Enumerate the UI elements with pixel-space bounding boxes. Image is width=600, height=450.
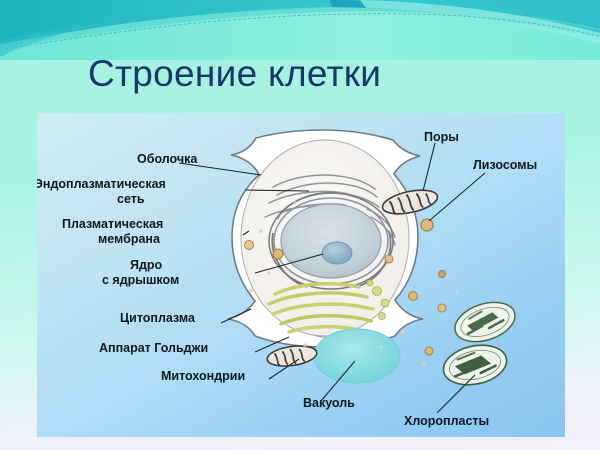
lysosome-group: [244, 218, 447, 356]
golgi-vesicles: [366, 279, 390, 320]
cell-diagram-panel: Оболочка Эндоплазматическая сеть Плазмат…: [37, 113, 565, 437]
lysosome-main: [420, 218, 434, 232]
label-plasma-membr-2: мембрана: [98, 232, 160, 246]
nuclear-envelope: [268, 191, 394, 290]
slide-title: Строение клетки: [88, 53, 382, 94]
leader-lines: [178, 142, 486, 414]
label-plasma-membr-1: Плазматическая: [62, 217, 164, 231]
cytoplasm-granules: [248, 201, 459, 367]
nucleolus: [321, 241, 353, 265]
plant-cell-illustration: [178, 129, 516, 414]
label-endoplasmic-1: Эндоплазматическая: [37, 177, 166, 191]
vacuole: [313, 328, 401, 384]
label-obolochka: Оболочка: [137, 152, 198, 166]
label-mitochondria: Митохондрии: [161, 369, 246, 383]
label-nucleus-2: с ядрышком: [102, 273, 180, 287]
nucleus: [280, 203, 382, 279]
label-vacuole: Вакуоль: [303, 396, 355, 410]
cell-body: [227, 129, 516, 386]
label-chloroplasts: Хлоропласты: [404, 414, 490, 428]
top-wave-decoration: [0, 0, 600, 60]
chloroplast-lower: [442, 344, 508, 386]
chloroplast-upper: [454, 301, 516, 343]
label-endoplasmic-2: сеть: [117, 192, 145, 206]
mitochondrion-lower: [266, 345, 318, 367]
label-pores: Поры: [424, 130, 459, 144]
label-nucleus-1: Ядро: [130, 258, 163, 272]
label-lysosomes: Лизосомы: [473, 158, 538, 172]
label-cytoplasm: Цитоплазма: [120, 311, 195, 325]
mitochondrion-upper: [381, 189, 439, 215]
label-golgi: Аппарат Гольджи: [99, 341, 209, 355]
